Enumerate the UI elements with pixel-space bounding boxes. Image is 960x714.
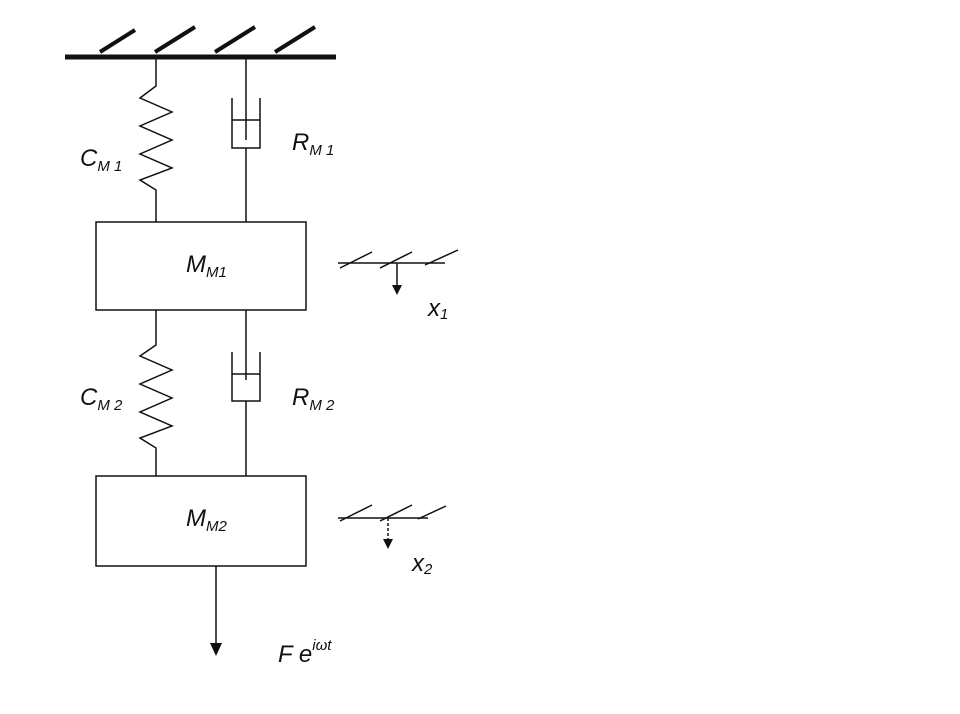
spring-2-label: CM 2 [80, 384, 123, 414]
spring-2 [138, 310, 174, 476]
force-arrow [210, 566, 222, 656]
spring-1 [138, 59, 174, 222]
spring-1-label: CM 1 [80, 145, 122, 175]
mass-1 [95, 221, 307, 311]
displacement-2-label: x2 [411, 550, 433, 578]
mass-2 [95, 475, 307, 567]
damper-2 [231, 310, 261, 476]
displacement-reference-1 [338, 249, 459, 295]
damper-2-label: RM 2 [292, 384, 335, 414]
mass-2-label: MM2 [186, 505, 227, 535]
displacement-1-label: x1 [427, 295, 448, 323]
mass-1-label: MM1 [186, 251, 227, 281]
force-label: F eiωt [278, 637, 332, 668]
displacement-reference-2 [338, 504, 447, 549]
fixed-support [65, 25, 336, 60]
damper-1 [231, 59, 261, 222]
damper-1-label: RM 1 [292, 129, 334, 159]
